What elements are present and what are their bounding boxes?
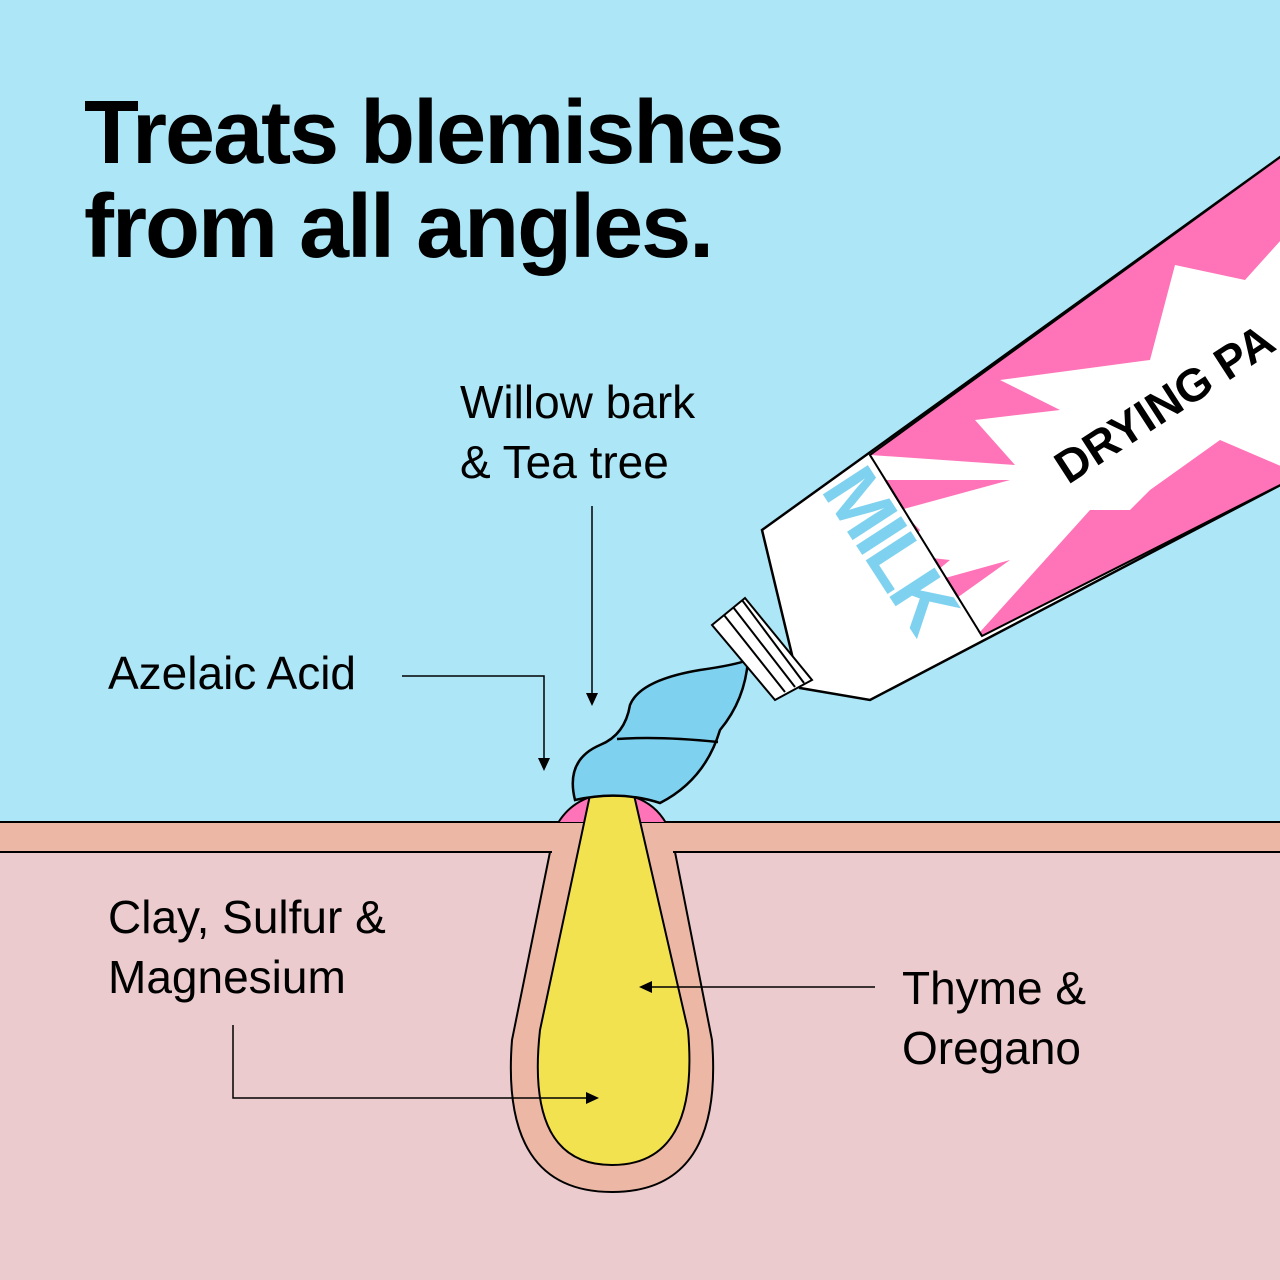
label-thyme-oregano: Thyme & Oregano	[902, 958, 1086, 1078]
headline-line-2: from all angles.	[84, 177, 714, 277]
label-line: Magnesium	[108, 951, 346, 1003]
label-line: Thyme &	[902, 962, 1087, 1014]
label-line: Willow bark	[460, 376, 696, 428]
tube-cap	[710, 596, 814, 702]
headline: Treats blemishes from all angles.	[84, 83, 784, 277]
paste-squeeze	[571, 658, 750, 805]
label-clay-sulfur-magnesium: Clay, Sulfur & Magnesium	[108, 887, 386, 1007]
label-line: & Tea tree	[460, 436, 669, 488]
label-azelaic-acid: Azelaic Acid	[108, 643, 356, 703]
tube-label-starburst	[870, 241, 1280, 632]
label-line: Clay, Sulfur &	[108, 891, 386, 943]
clay-arrow	[232, 1025, 588, 1099]
headline-line-1: Treats blemishes	[84, 83, 784, 183]
callout-arrows	[232, 506, 875, 1099]
label-willow-tea-tree: Willow bark & Tea tree	[460, 372, 695, 492]
label-line: Azelaic Acid	[108, 647, 357, 699]
arrowheads	[538, 693, 652, 1104]
azelaic-arrow	[402, 675, 545, 760]
drying-paste-tube: MILK DRYING PA	[710, 155, 1280, 702]
label-line: Oregano	[902, 1022, 1082, 1074]
